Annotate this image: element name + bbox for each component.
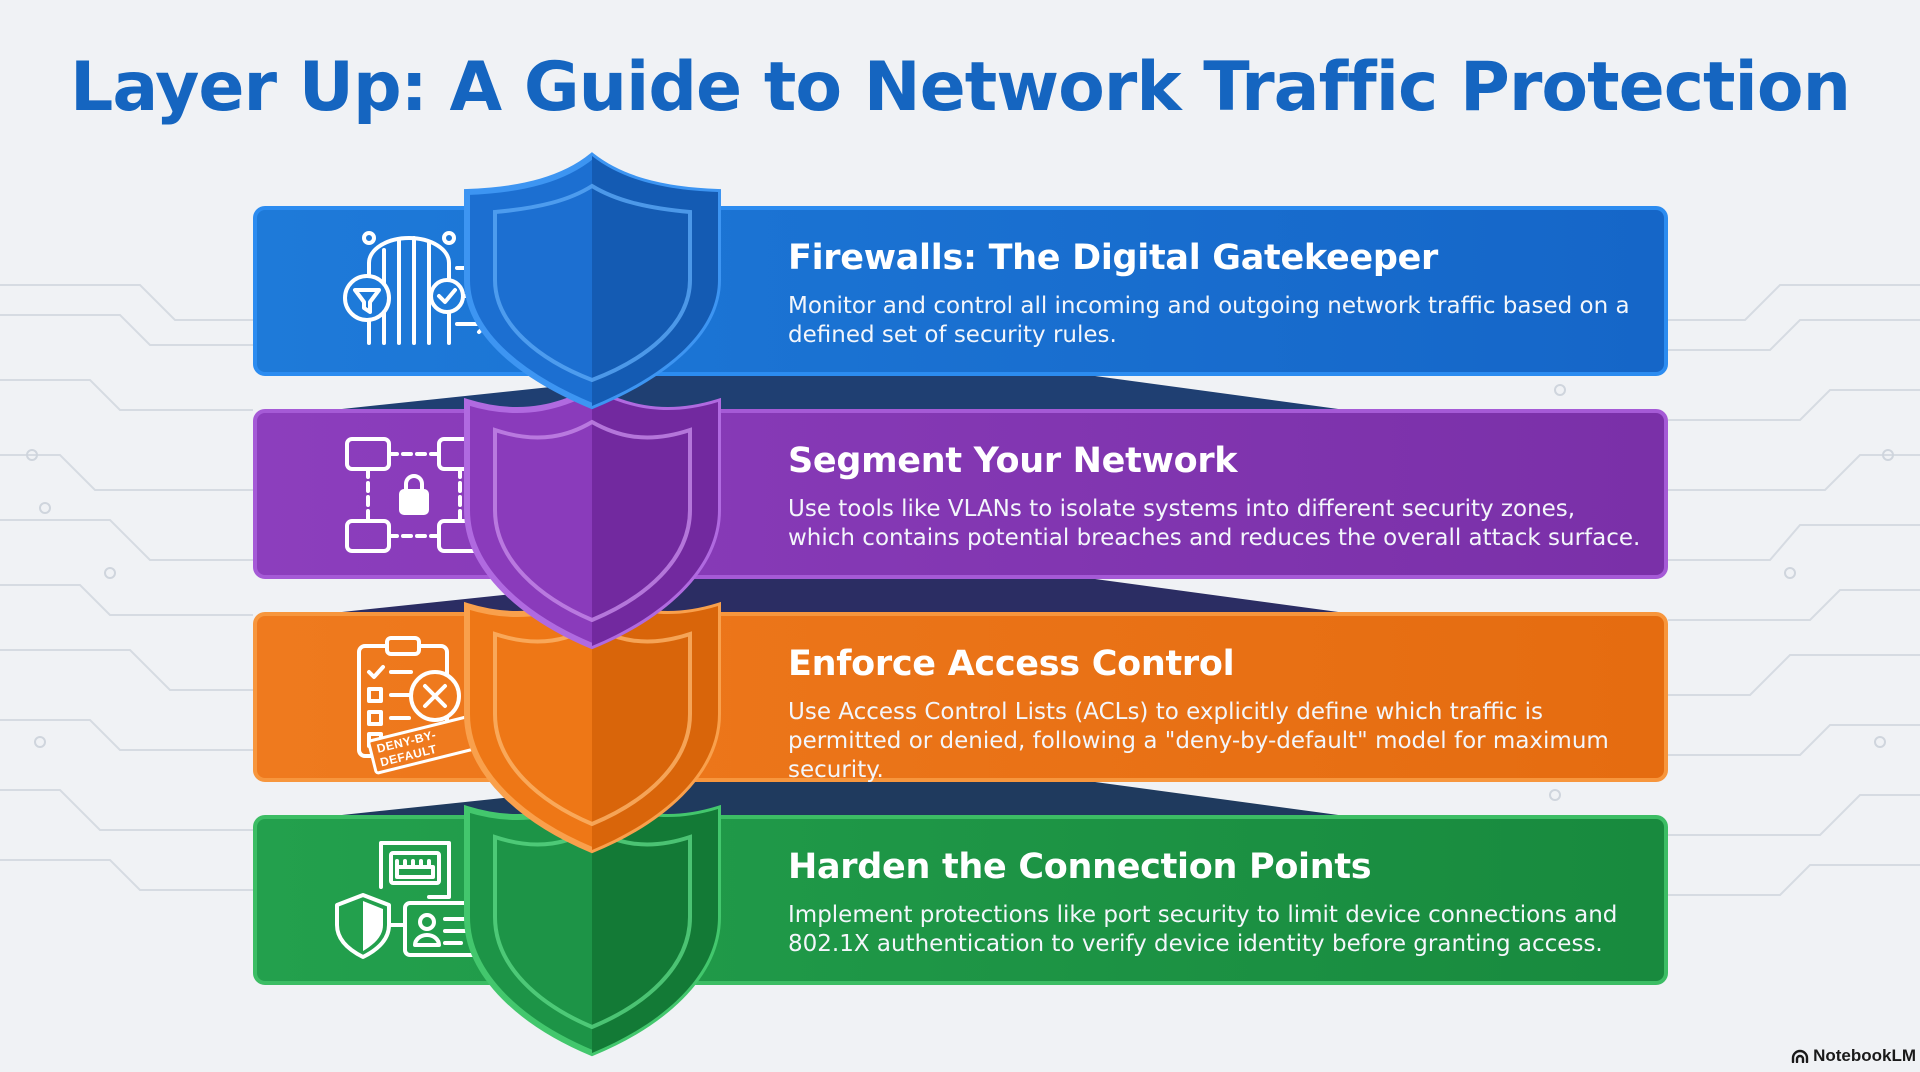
access-control-list-icon: DENY-BY-DEFAULT xyxy=(329,634,502,776)
layer-description: Use Access Control Lists (ACLs) to expli… xyxy=(788,699,1609,783)
layer-heading: Enforce Access Control xyxy=(788,644,1235,684)
layer-heading: Harden the Connection Points xyxy=(788,847,1372,887)
brand-name: NotebookLM xyxy=(1813,1046,1916,1065)
layer-description: Implement protections like port security… xyxy=(788,902,1618,957)
network-segment-icon xyxy=(329,431,499,561)
footer-brand: NotebookLM xyxy=(1791,1046,1916,1066)
shield-icon xyxy=(464,152,721,410)
layer-heading: Firewalls: The Digital Gatekeeper xyxy=(788,238,1438,278)
shield-icon xyxy=(464,594,721,854)
notebooklm-logo-icon xyxy=(1791,1049,1809,1063)
firewall-gate-icon xyxy=(329,228,499,358)
page-title: Layer Up: A Guide to Network Traffic Pro… xyxy=(69,48,1851,127)
layer-heading: Segment Your Network xyxy=(788,441,1238,481)
shield-icon xyxy=(464,797,721,1057)
port-security-icon xyxy=(329,837,499,967)
layer-description: Monitor and control all incoming and out… xyxy=(788,293,1630,348)
layer-description: Use tools like VLANs to isolate systems … xyxy=(788,496,1641,551)
shield-icon xyxy=(464,390,721,650)
